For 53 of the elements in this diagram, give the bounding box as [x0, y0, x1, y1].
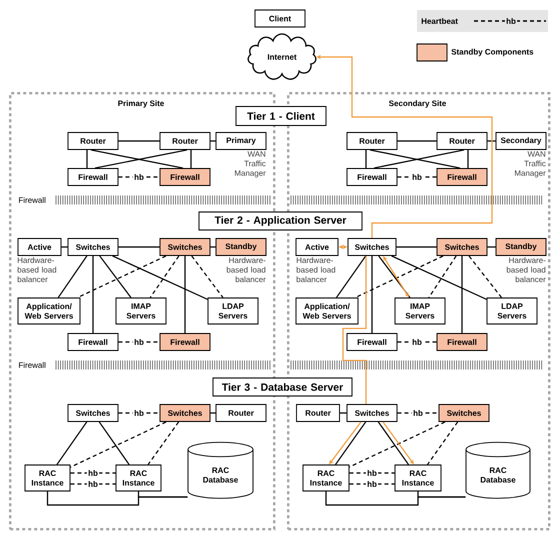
connector-line — [77, 255, 166, 298]
connector-line — [98, 422, 130, 465]
connector-line — [371, 256, 373, 334]
connector-line — [397, 412, 439, 414]
connector-line — [349, 421, 446, 468]
connector-line — [210, 140, 216, 142]
connector-line — [487, 140, 496, 142]
connector-line — [467, 150, 469, 168]
connector-line — [210, 412, 216, 414]
connector-line — [150, 256, 180, 298]
connector-line — [349, 472, 395, 474]
connector-line — [378, 422, 409, 465]
connector-line — [58, 256, 88, 298]
connector-line — [396, 246, 437, 248]
connector-line — [342, 256, 367, 404]
connector-line — [487, 246, 496, 248]
connector-line — [86, 150, 88, 168]
connector-line — [349, 483, 395, 485]
connector-line — [61, 246, 68, 248]
connector-line — [391, 255, 487, 300]
connector-line — [461, 256, 463, 334]
connector-line — [148, 422, 180, 465]
connector-line — [92, 256, 94, 334]
connector-line — [118, 140, 160, 142]
connector-line — [427, 422, 458, 465]
connector-line — [210, 246, 216, 248]
connector-line — [70, 483, 116, 485]
connector-line — [70, 472, 116, 474]
connector-line — [56, 422, 88, 465]
tier-title: Tier 2 - Application Server — [198, 212, 362, 230]
connector-line — [397, 140, 437, 142]
connector-line — [99, 256, 132, 298]
connector-line — [184, 256, 186, 334]
connector-line — [468, 256, 502, 298]
tier-title: Tier 3 - Database Server — [212, 378, 352, 396]
connector-line — [378, 256, 410, 298]
connector-line — [340, 412, 347, 414]
connector-line — [138, 491, 188, 498]
connector-line — [355, 255, 444, 298]
connector-line — [191, 256, 224, 298]
connector-line — [417, 491, 466, 498]
connector-line — [118, 341, 160, 343]
connector-line — [365, 150, 367, 168]
connector-line — [118, 412, 160, 414]
tier-title: Tier 1 - Client — [236, 106, 326, 126]
connector-line — [336, 256, 366, 298]
connector-line — [112, 255, 208, 300]
connector-line — [118, 176, 160, 178]
connector-line — [428, 256, 457, 298]
connector-line — [118, 246, 160, 248]
connector-line — [70, 421, 166, 468]
connector-line — [190, 150, 192, 168]
connector-line — [335, 422, 366, 465]
